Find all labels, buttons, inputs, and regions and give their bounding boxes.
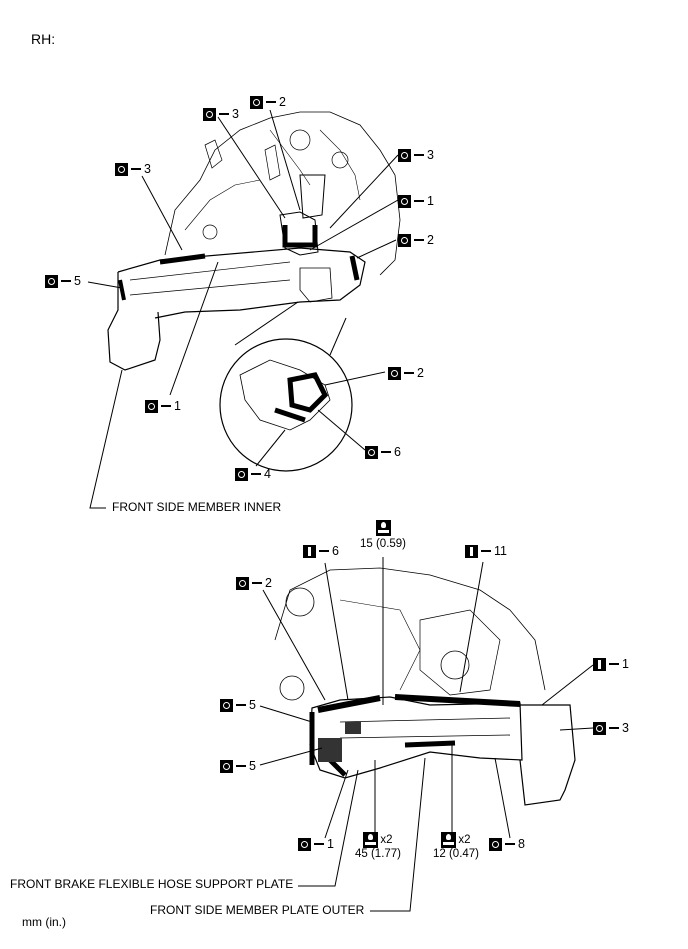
spot-weld-icon bbox=[298, 837, 311, 851]
inspection-icon bbox=[303, 544, 316, 558]
callout-number: 5 bbox=[249, 759, 256, 773]
units-note: mm (in.) bbox=[22, 915, 66, 929]
label-front-side-member-inner: FRONT SIDE MEMBER INNER bbox=[112, 500, 282, 514]
callout-number: 2 bbox=[279, 95, 286, 109]
callout-weld-3: 3 bbox=[398, 148, 434, 162]
callout-weld-6: 6 bbox=[365, 445, 401, 459]
callout-weld-2: 2 bbox=[236, 576, 272, 590]
inspection-icon bbox=[465, 544, 478, 558]
callout-weld-3: 3 bbox=[115, 162, 151, 176]
callout-number: 2 bbox=[265, 576, 272, 590]
callout-weld-1: 1 bbox=[298, 837, 334, 851]
inspection-icon bbox=[593, 657, 606, 671]
spot-weld-icon bbox=[203, 107, 216, 121]
spot-weld-icon bbox=[236, 576, 249, 590]
callout-number: 5 bbox=[74, 274, 81, 288]
spot-weld-icon bbox=[220, 698, 233, 712]
torque-spec-45: x2 45 (1.77) bbox=[354, 832, 402, 860]
torque-wrench-icon bbox=[375, 520, 391, 536]
spot-weld-icon bbox=[365, 445, 378, 459]
callout-number: 4 bbox=[264, 467, 271, 481]
spot-weld-icon bbox=[250, 95, 263, 109]
spot-weld-icon bbox=[398, 233, 411, 247]
spot-weld-icon bbox=[388, 366, 401, 380]
label-front-side-member-plate-outer: FRONT SIDE MEMBER PLATE OUTER bbox=[150, 903, 365, 917]
spot-weld-icon bbox=[489, 837, 502, 851]
torque-spec-15: 15 (0.59) bbox=[355, 520, 411, 550]
callout-number: 2 bbox=[417, 366, 424, 380]
spot-weld-icon bbox=[45, 274, 58, 288]
spot-weld-icon bbox=[398, 194, 411, 208]
callout-weld-2: 2 bbox=[250, 95, 286, 109]
callout-weld-2: 2 bbox=[398, 233, 434, 247]
callout-number: 1 bbox=[622, 657, 629, 671]
callout-number: 1 bbox=[427, 194, 434, 208]
multiplier: x2 bbox=[380, 834, 393, 846]
callout-weld-2: 2 bbox=[388, 366, 424, 380]
callout-number: 11 bbox=[494, 544, 507, 558]
callout-weld-3: 3 bbox=[593, 721, 629, 735]
spot-weld-icon bbox=[398, 148, 411, 162]
spot-weld-icon bbox=[115, 162, 128, 176]
label-front-brake-flexible-hose-support-plate: FRONT BRAKE FLEXIBLE HOSE SUPPORT PLATE bbox=[10, 877, 294, 891]
callout-number: 6 bbox=[332, 544, 339, 558]
callout-weld-5: 5 bbox=[220, 698, 256, 712]
callout-inspection-11: 11 bbox=[465, 544, 507, 558]
callout-number: 1 bbox=[174, 399, 181, 413]
callout-weld-1: 1 bbox=[145, 399, 181, 413]
spot-weld-icon bbox=[593, 721, 606, 735]
callout-number: 8 bbox=[518, 837, 525, 851]
callout-inspection-1: 1 bbox=[593, 657, 629, 671]
callout-number: 3 bbox=[622, 721, 629, 735]
callout-number: 6 bbox=[394, 445, 401, 459]
callout-weld-5: 5 bbox=[220, 759, 256, 773]
callout-number: 2 bbox=[427, 233, 434, 247]
section-header-rh: RH: bbox=[31, 31, 56, 47]
callout-weld-5: 5 bbox=[45, 274, 81, 288]
callout-number: 3 bbox=[427, 148, 434, 162]
callout-number: 3 bbox=[232, 107, 239, 121]
torque-spec-12: x2 12 (0.47) bbox=[432, 832, 480, 860]
torque-wrench-icon bbox=[441, 832, 457, 848]
callout-number: 5 bbox=[249, 698, 256, 712]
multiplier: x2 bbox=[458, 834, 471, 846]
callout-number: 3 bbox=[144, 162, 151, 176]
callout-number: 1 bbox=[327, 837, 334, 851]
callout-weld-3: 3 bbox=[203, 107, 239, 121]
spot-weld-icon bbox=[145, 399, 158, 413]
spot-weld-icon bbox=[220, 759, 233, 773]
callout-weld-4: 4 bbox=[235, 467, 271, 481]
callout-inspection-6: 6 bbox=[303, 544, 339, 558]
torque-wrench-icon bbox=[363, 832, 379, 848]
spot-weld-icon bbox=[235, 467, 248, 481]
callout-weld-1: 1 bbox=[398, 194, 434, 208]
callout-weld-8: 8 bbox=[489, 837, 525, 851]
